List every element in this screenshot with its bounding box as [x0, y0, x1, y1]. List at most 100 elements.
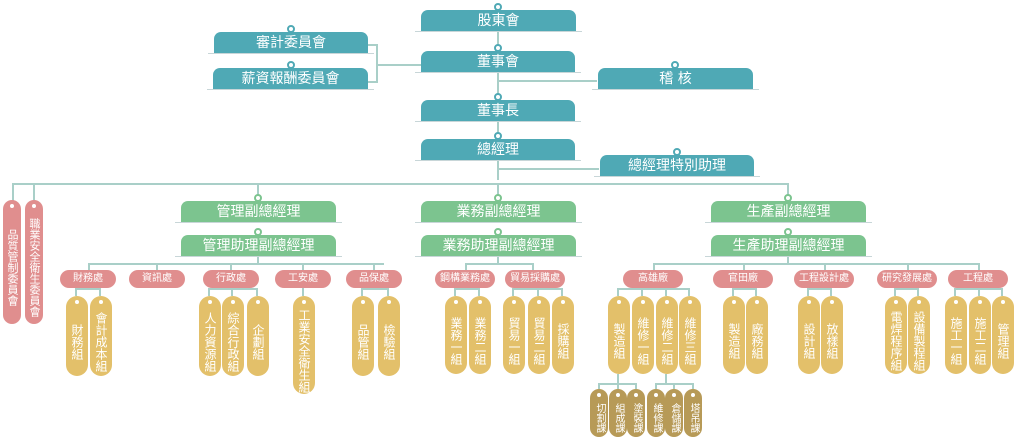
audit-committee-box[interactable]: 審計委員會 — [208, 32, 374, 54]
node-connector-icon — [784, 228, 792, 236]
dept-engineering[interactable]: 工程處 — [948, 270, 1008, 288]
section-assembly[interactable]: 組成課 — [609, 389, 627, 437]
group-planning[interactable]: 企劃組 — [247, 296, 269, 376]
shareholders-box[interactable]: 股東會 — [415, 10, 582, 32]
dept-safety[interactable]: 工安處 — [275, 270, 331, 288]
sales-assistant-vp-box[interactable]: 業務助理副總經理 — [415, 235, 582, 257]
dept-finance[interactable]: 財務處 — [60, 270, 116, 288]
group-maintenance-3[interactable]: 維修三組 — [679, 296, 701, 374]
section-maintenance[interactable]: 維修課 — [647, 389, 665, 437]
group-label: 業務一組 — [449, 317, 463, 365]
group-label: 維修二組 — [660, 317, 674, 365]
section-warehouse[interactable]: 倉儲課 — [665, 389, 683, 437]
group-label: 製造組 — [612, 323, 626, 359]
section-painting[interactable]: 塗裝課 — [627, 389, 645, 437]
group-construction-1[interactable]: 施工一組 — [945, 296, 967, 374]
group-procurement[interactable]: 採購組 — [552, 296, 574, 374]
group-manufacturing-gt[interactable]: 製造組 — [723, 296, 745, 374]
section-label: 倉儲課 — [669, 403, 680, 433]
group-design[interactable]: 設計組 — [798, 296, 820, 374]
group-sales-2[interactable]: 業務二組 — [469, 296, 491, 374]
occupational-safety-committee[interactable]: 職業安全衛生委員會 — [25, 200, 43, 324]
dept-label: 鋼構業務處 — [440, 273, 490, 284]
dept-trade-procurement[interactable]: 貿易採購處 — [505, 270, 565, 288]
group-maintenance-2[interactable]: 維修二組 — [656, 296, 678, 374]
group-label: 施工二組 — [973, 317, 987, 365]
management-assistant-vp-box[interactable]: 管理助理副總經理 — [175, 235, 342, 257]
board-box[interactable]: 董事會 — [415, 51, 581, 73]
group-plant-affairs[interactable]: 廠務組 — [746, 296, 768, 374]
production-assistant-vp-label: 生產助理副總經理 — [732, 238, 845, 254]
group-inspection[interactable]: 檢驗組 — [378, 296, 400, 376]
section-cutting[interactable]: 切割課 — [590, 389, 608, 437]
node-connector-icon — [494, 3, 502, 11]
group-general-admin[interactable]: 綜合行政組 — [222, 296, 244, 376]
gm-special-assistant-box[interactable]: 總經理特別助理 — [594, 155, 760, 177]
group-label: 維修三組 — [683, 317, 697, 365]
group-label: 採購組 — [556, 323, 570, 359]
group-label: 維修一組 — [636, 317, 650, 365]
group-sales-1[interactable]: 業務一組 — [445, 296, 467, 374]
group-label: 檢驗組 — [382, 324, 396, 360]
dept-label: 品保處 — [359, 273, 389, 284]
group-accounting-cost[interactable]: 會計成本組 — [90, 296, 112, 376]
sales-vp-label: 業務副總經理 — [456, 204, 541, 220]
dept-it[interactable]: 資訊處 — [129, 270, 185, 288]
section-label: 組成課 — [613, 403, 624, 433]
management-vp-label: 管理副總經理 — [216, 204, 301, 220]
group-label: 工業安全衛生組 — [297, 309, 311, 393]
group-label: 會計成本組 — [94, 312, 108, 372]
group-lofting[interactable]: 放樣組 — [821, 296, 843, 374]
node-connector-icon — [494, 44, 502, 52]
group-management[interactable]: 管理組 — [992, 296, 1014, 374]
dept-rnd[interactable]: 研究發展處 — [877, 270, 937, 288]
group-maintenance-1[interactable]: 維修一組 — [632, 296, 654, 374]
group-trade-2[interactable]: 貿易二組 — [528, 296, 550, 374]
quality-control-committee[interactable]: 品質管制委員會 — [3, 200, 21, 324]
node-connector-icon — [784, 194, 792, 202]
compensation-committee-box[interactable]: 薪資報酬委員會 — [207, 68, 374, 90]
group-welding-procedure[interactable]: 電焊程序組 — [885, 296, 907, 374]
dept-guantian-plant[interactable]: 官田廠 — [713, 270, 773, 288]
dept-label: 官田廠 — [728, 273, 758, 284]
group-label: 綜合行政組 — [226, 312, 240, 372]
dept-label: 高雄廠 — [638, 273, 668, 284]
section-label: 塔吊課 — [688, 403, 699, 433]
dept-engineering-design[interactable]: 工程設計處 — [794, 270, 854, 288]
group-label: 製造組 — [727, 323, 741, 359]
node-connector-icon — [287, 25, 295, 33]
node-connector-icon — [494, 228, 502, 236]
section-tower-crane[interactable]: 塔吊課 — [684, 389, 702, 437]
dept-steel-sales[interactable]: 鋼構業務處 — [435, 270, 495, 288]
group-equipment-process[interactable]: 設備製程組 — [908, 296, 930, 374]
audit-committee-label: 審計委員會 — [256, 35, 326, 51]
group-label: 人力資源組 — [203, 312, 217, 372]
dept-admin[interactable]: 行政處 — [203, 270, 259, 288]
group-label: 設計組 — [802, 323, 816, 359]
group-industrial-safety[interactable]: 工業安全衛生組 — [293, 296, 315, 394]
group-manufacturing-kh[interactable]: 製造組 — [608, 296, 630, 374]
group-construction-2[interactable]: 施工二組 — [969, 296, 991, 374]
sales-vp-box[interactable]: 業務副總經理 — [415, 201, 582, 223]
general-manager-label: 總經理 — [477, 142, 519, 158]
group-quality-mgmt[interactable]: 品管組 — [352, 296, 374, 376]
chairman-box[interactable]: 董事長 — [415, 100, 581, 122]
quality-control-committee-label: 品質管制委員會 — [6, 228, 19, 306]
node-connector-icon — [494, 93, 502, 101]
dept-kaohsiung-plant[interactable]: 高雄廠 — [623, 270, 683, 288]
general-manager-box[interactable]: 總經理 — [415, 139, 581, 161]
group-finance[interactable]: 財務組 — [66, 296, 88, 376]
group-label: 管理組 — [996, 323, 1010, 359]
group-trade-1[interactable]: 貿易一組 — [503, 296, 525, 374]
production-assistant-vp-box[interactable]: 生產助理副總經理 — [705, 235, 872, 257]
group-hr[interactable]: 人力資源組 — [199, 296, 221, 376]
node-connector-icon — [673, 148, 681, 156]
group-label: 財務組 — [70, 324, 84, 360]
internal-audit-box[interactable]: 稽 核 — [592, 68, 759, 90]
group-label: 放樣組 — [825, 323, 839, 359]
dept-qa[interactable]: 品保處 — [346, 270, 402, 288]
dept-label: 工程設計處 — [799, 273, 849, 284]
management-vp-box[interactable]: 管理副總經理 — [175, 201, 342, 223]
production-vp-box[interactable]: 生產副總經理 — [705, 201, 872, 223]
dept-label: 資訊處 — [142, 273, 172, 284]
